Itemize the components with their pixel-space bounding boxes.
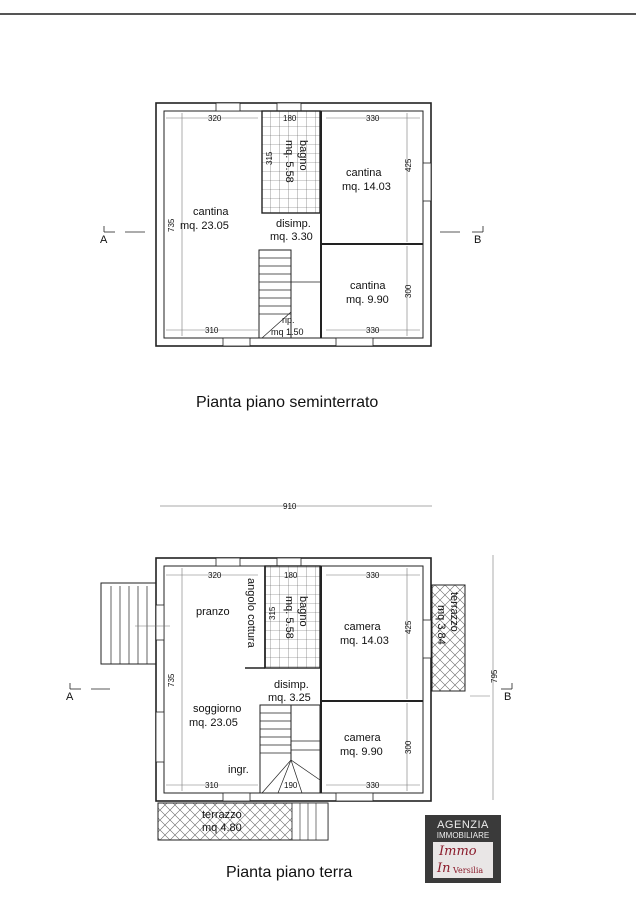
svg-text:320: 320	[208, 571, 222, 580]
svg-text:310: 310	[205, 781, 219, 790]
agency-logo: AGENZIA IMMOBILIARE Immo In Versilia	[425, 815, 501, 883]
svg-text:330: 330	[366, 781, 380, 790]
plan-seminterrato-labels: 320 180 330 310 330 cantina mq. 23.05 ca…	[100, 114, 481, 337]
svg-text:mq 3.84: mq 3.84	[435, 605, 447, 645]
svg-text:315: 315	[265, 151, 274, 165]
svg-text:mq. 9.90: mq. 9.90	[346, 294, 389, 306]
svg-text:910: 910	[283, 502, 297, 511]
svg-text:mq. 5.58: mq. 5.58	[283, 140, 295, 183]
svg-text:190: 190	[284, 781, 298, 790]
section-markers-2	[69, 683, 513, 690]
plan-title-seminterrato: Pianta piano seminterrato	[196, 394, 379, 411]
svg-text:rip.: rip.	[282, 315, 295, 325]
svg-text:cantina: cantina	[193, 206, 229, 218]
svg-text:300: 300	[404, 284, 413, 298]
logo-brand-in: In	[437, 861, 451, 876]
svg-text:735: 735	[167, 218, 176, 232]
svg-text:mq 4.80: mq 4.80	[202, 822, 242, 834]
svg-text:bagno: bagno	[297, 596, 309, 627]
svg-text:camera: camera	[344, 621, 382, 633]
svg-text:cantina: cantina	[350, 280, 386, 292]
svg-text:soggiorno: soggiorno	[193, 703, 241, 715]
svg-text:315: 315	[268, 606, 277, 620]
plan-title-piano-terra: Pianta piano terra	[226, 864, 353, 881]
svg-text:mq. 14.03: mq. 14.03	[340, 635, 389, 647]
svg-text:425: 425	[404, 620, 413, 634]
svg-text:cantina: cantina	[346, 167, 382, 179]
svg-text:330: 330	[366, 571, 380, 580]
svg-text:ingr.: ingr.	[228, 764, 249, 776]
logo-brand-immo: Immo	[439, 844, 477, 859]
svg-text:425: 425	[404, 158, 413, 172]
svg-text:mq. 5.58: mq. 5.58	[283, 596, 295, 639]
svg-text:A: A	[66, 691, 74, 703]
svg-text:camera: camera	[344, 732, 382, 744]
svg-text:735: 735	[167, 673, 176, 687]
svg-text:mq. 14.03: mq. 14.03	[342, 181, 391, 193]
svg-text:mq. 23.05: mq. 23.05	[180, 220, 229, 232]
page-top-rule	[0, 13, 636, 15]
svg-text:795: 795	[490, 669, 499, 683]
svg-text:mq. 3.30: mq. 3.30	[270, 231, 313, 243]
svg-text:180: 180	[283, 114, 297, 123]
svg-text:angolo cottura: angolo cottura	[245, 578, 257, 649]
logo-line2: IMMOBILIARE	[436, 831, 490, 840]
svg-text:mq. 9.90: mq. 9.90	[340, 746, 383, 758]
svg-text:terrazzo: terrazzo	[202, 809, 242, 821]
svg-text:disimp.: disimp.	[276, 218, 311, 230]
plan-piano-terra	[100, 555, 494, 841]
svg-text:330: 330	[366, 326, 380, 335]
svg-text:B: B	[504, 691, 511, 703]
section-markers-1	[103, 226, 484, 233]
svg-text:mq. 3.25: mq. 3.25	[268, 692, 311, 704]
logo-line1: AGENZIA	[437, 819, 489, 831]
logo-brand-versilia: Versilia	[453, 866, 484, 875]
svg-text:bagno: bagno	[297, 140, 309, 171]
svg-text:300: 300	[404, 740, 413, 754]
svg-text:330: 330	[366, 114, 380, 123]
svg-text:disimp.: disimp.	[274, 679, 309, 691]
svg-text:terrazzo: terrazzo	[448, 592, 460, 632]
svg-text:180: 180	[284, 571, 298, 580]
svg-text:310: 310	[205, 326, 219, 335]
svg-text:B: B	[474, 234, 481, 246]
svg-text:mq 1.50: mq 1.50	[271, 327, 304, 337]
svg-text:pranzo: pranzo	[196, 606, 230, 618]
plan-seminterrato	[155, 102, 432, 347]
svg-text:320: 320	[208, 114, 222, 123]
plan-piano-terra-labels: 320 180 330 310 190 330 pranzo soggiorno…	[66, 571, 511, 834]
svg-text:mq. 23.05: mq. 23.05	[189, 717, 238, 729]
logo-brand-box: Immo In Versilia	[433, 842, 493, 878]
svg-text:A: A	[100, 234, 108, 246]
